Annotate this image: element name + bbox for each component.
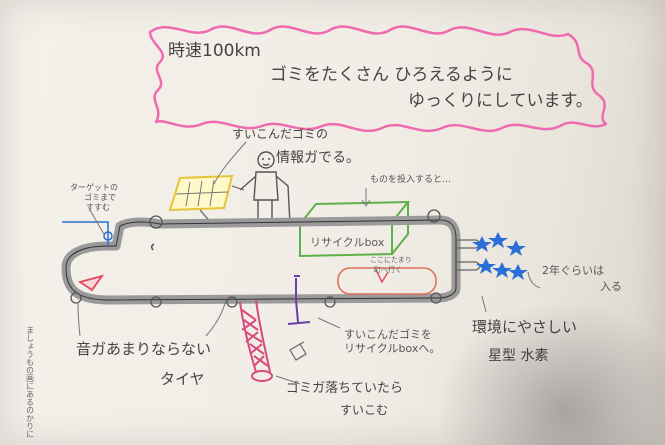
headline-cloud bbox=[148, 25, 608, 133]
hydrogen-tank bbox=[337, 267, 437, 295]
info-screen-panel bbox=[168, 174, 245, 227]
eco-note-line2: 星型 水素 bbox=[488, 348, 548, 364]
suction-tube bbox=[239, 299, 273, 382]
target-sensor bbox=[62, 221, 113, 246]
eco-note-line1: 環境にやさしい bbox=[472, 318, 577, 336]
target-note-line1: ターゲットの bbox=[70, 182, 118, 192]
suction-arm bbox=[287, 275, 311, 325]
headline-line-two: ゴミをたくさん ひろえるように bbox=[270, 64, 513, 85]
sucked-note-line1: すいこんだゴミを bbox=[344, 327, 432, 341]
fallen-note-line1: ゴミガ落ちていたら bbox=[286, 380, 403, 396]
side-vertical-note: ましょうもの画にあるのかりに bbox=[26, 326, 35, 438]
person-sketch bbox=[239, 151, 291, 225]
target-note-line2: ゴミまで bbox=[84, 192, 116, 202]
insert-note: ものを投入すると… bbox=[370, 173, 451, 185]
vehicle-eye bbox=[151, 243, 155, 251]
info-note-top: すいこんだゴミの bbox=[232, 126, 328, 141]
recycle-box-label: リサイクルbox bbox=[310, 236, 385, 249]
fallen-note-line2: すいこむ bbox=[340, 403, 388, 417]
headline-line-three: ゆっくりにしています。 bbox=[408, 91, 593, 111]
front-light-triangle bbox=[77, 274, 105, 292]
collect-note-line2: 町へ行く bbox=[374, 265, 402, 274]
tires-note-line1: 音ガあまりならない bbox=[76, 340, 211, 358]
tires-note-line2: タイヤ bbox=[160, 370, 205, 388]
star-hydrogen-cluster bbox=[472, 232, 528, 280]
collect-note-line1: ここにたまり bbox=[370, 256, 412, 264]
headline-speed: 時速100km bbox=[168, 41, 261, 61]
quiet-tires bbox=[70, 292, 442, 308]
trash-sketch bbox=[289, 341, 307, 361]
target-note-line3: すすむ bbox=[86, 203, 110, 212]
callout-lines bbox=[77, 141, 541, 385]
sucked-note-line2: リサイクルboxへ。 bbox=[344, 342, 440, 355]
years-note-line2: 入る bbox=[600, 280, 622, 293]
years-note-line1: 2年ぐらいは bbox=[542, 263, 604, 277]
roof-wheel-right bbox=[427, 209, 441, 223]
info-note-bottom: 情報ガでる。 bbox=[276, 150, 360, 166]
roof-wheel-left bbox=[149, 215, 163, 229]
